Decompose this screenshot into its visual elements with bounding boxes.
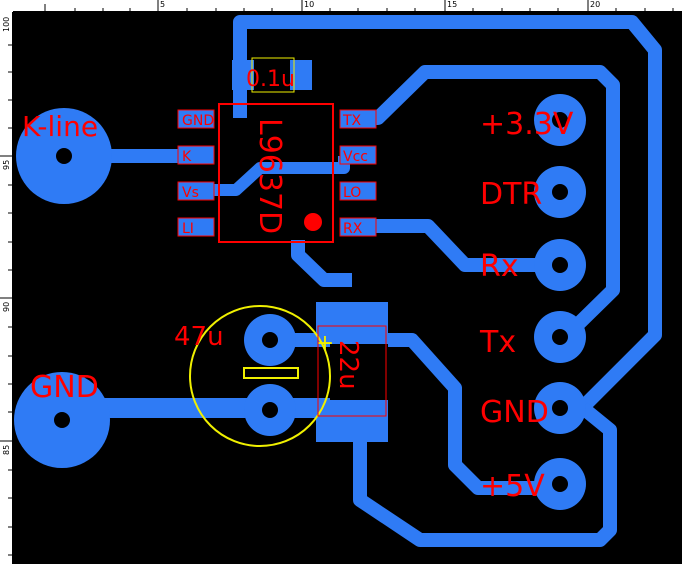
ic-body-outline	[218, 103, 334, 243]
cap-small-outline	[251, 57, 295, 93]
ruler-label-top: 10	[304, 0, 314, 9]
header-pin-label: +3.3V	[480, 107, 574, 142]
silkscreen	[189, 57, 331, 447]
ic-pad	[178, 146, 214, 164]
cap-47u-label: 47u	[174, 322, 224, 352]
drill-holes	[54, 112, 568, 492]
cap-pad	[290, 60, 312, 90]
ic-pin-label: GND	[182, 113, 214, 129]
ic-pin-label: K	[182, 149, 192, 165]
component-outlines	[177, 103, 387, 417]
ic-pin-label: Vcc	[343, 149, 368, 165]
cap-22u-label: 22u	[333, 340, 363, 390]
ruler-label-left: 95	[2, 160, 11, 170]
header-pin-label: +5V	[480, 469, 545, 504]
header-pin-label: GND	[480, 395, 549, 430]
trace-rx	[344, 219, 560, 272]
ic-pin-label: RX	[343, 221, 363, 237]
trace-gnd-bottom	[353, 402, 617, 547]
trace-tx	[344, 65, 620, 345]
header-pin-label: DTR	[480, 177, 542, 212]
ruler-label-top: 5	[160, 0, 165, 9]
ic-pad	[340, 182, 376, 200]
ic-pad	[340, 218, 376, 236]
cap-22u-pad	[316, 400, 388, 442]
pad-label-kline: K-line	[22, 110, 98, 143]
ic-pad	[178, 218, 214, 236]
ic-part-name: L9637D	[252, 118, 287, 234]
cap-47u-outline	[189, 305, 331, 447]
ruler-label-left: 100	[2, 17, 11, 32]
ic-pad	[340, 146, 376, 164]
ic-pin-label: LI	[182, 221, 194, 237]
cap-22u-outline	[317, 325, 387, 417]
cap-small-label: 0.1u	[246, 67, 295, 92]
ic-pin-label: LO	[343, 185, 361, 201]
header-pin-label: Tx	[479, 325, 516, 360]
ruler-label-left: 90	[2, 302, 11, 312]
cap-47u-polarity-bar	[243, 367, 299, 379]
ruler-label-left: 85	[2, 445, 11, 455]
left-ruler	[0, 0, 13, 564]
cap-polarity-mark: +	[316, 331, 334, 356]
ic-pad	[340, 110, 376, 128]
ic-pad	[178, 110, 214, 128]
trace-5v	[388, 333, 560, 495]
header-pin-label: Rx	[480, 249, 519, 284]
trace-vcc	[291, 240, 352, 287]
ruler-label-top: 20	[590, 0, 600, 9]
ic-pin-label: Vs	[182, 185, 199, 201]
cap-22u-pad	[316, 302, 388, 344]
ic-pad	[178, 182, 214, 200]
ic-pin-label: TX	[342, 113, 362, 129]
ic-pin1-dot	[304, 213, 322, 231]
ruler-label-top: 15	[447, 0, 457, 9]
cap-pad	[232, 60, 254, 90]
pad-label-gnd: GND	[30, 370, 99, 405]
top-ruler	[0, 0, 682, 12]
